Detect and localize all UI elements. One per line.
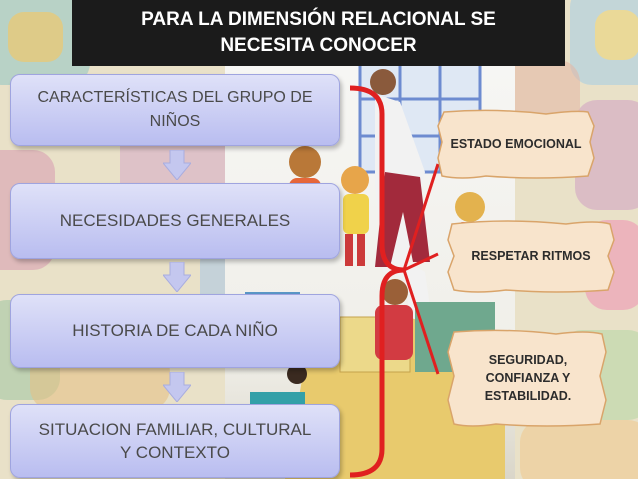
note-respect-rhythms: RESPETAR RITMOS xyxy=(446,216,616,296)
torn-paper-note-icon xyxy=(447,220,615,293)
title-banner: PARA LA DIMENSIÓN RELACIONAL SE NECESITA… xyxy=(72,0,565,66)
curly-bracket-icon xyxy=(349,85,440,478)
note-emotional-state: ESTADO EMOCIONAL xyxy=(436,106,596,182)
step-4-line-1: SITUACION FAMILIAR, CULTURAL xyxy=(38,420,312,439)
step-1-line-1: CARACTERÍSTICAS DEL GRUPO DE xyxy=(37,89,313,106)
title-line-2: NECESITA CONOCER xyxy=(220,35,417,56)
step-box-family-situation: SITUACION FAMILIAR, CULTURAL Y CONTEXTO xyxy=(10,404,340,478)
step-1-line-2: NIÑOS xyxy=(149,113,201,130)
torn-paper-note-icon xyxy=(437,109,595,179)
step-box-group-characteristics: CARACTERÍSTICAS DEL GRUPO DE NIÑOS xyxy=(10,74,340,146)
note-3-line-1: SEGURIDAD, xyxy=(488,353,568,367)
down-arrow-icon xyxy=(163,262,191,292)
note-2-text: RESPETAR RITMOS xyxy=(471,249,591,263)
note-3-line-2: CONFIANZA Y xyxy=(485,371,571,385)
note-3-text-block: SEGURIDAD, CONFIANZA Y ESTABILIDAD. xyxy=(485,351,572,405)
title-line-1: PARA LA DIMENSIÓN RELACIONAL SE xyxy=(141,9,496,30)
step-2-label: NECESIDADES GENERALES xyxy=(59,211,291,230)
down-arrow-icon xyxy=(163,372,191,402)
step-3-label: HISTORIA DE CADA NIÑO xyxy=(72,321,278,340)
note-security-trust-stability: SEGURIDAD, CONFIANZA Y ESTABILIDAD. xyxy=(446,326,610,430)
note-3-line-3: ESTABILIDAD. xyxy=(484,389,572,403)
step-4-line-2: Y CONTEXTO xyxy=(120,443,230,462)
note-1-text: ESTADO EMOCIONAL xyxy=(450,137,582,151)
down-arrow-icon xyxy=(163,150,191,180)
step-box-general-needs: NECESIDADES GENERALES xyxy=(10,183,340,259)
torn-paper-note-icon xyxy=(447,329,607,427)
step-box-child-history: HISTORIA DE CADA NIÑO xyxy=(10,294,340,368)
